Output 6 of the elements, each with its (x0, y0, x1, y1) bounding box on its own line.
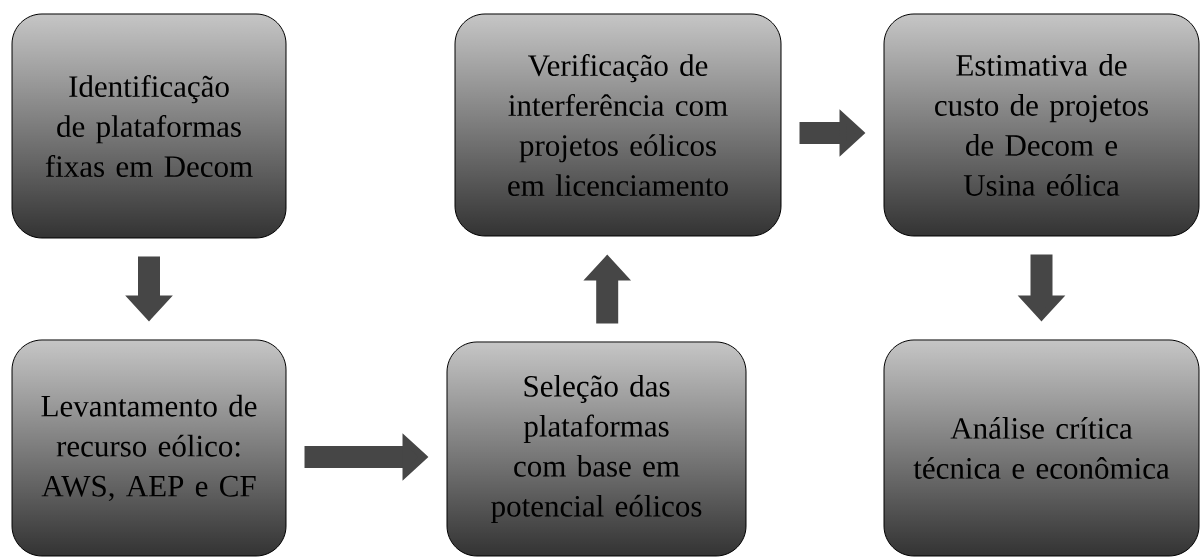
process-box: Análise crítica técnica e econômica (883, 339, 1200, 557)
process-box: Estimativa de custo de projetos de Decom e Usina eólica (883, 13, 1200, 237)
process-box: Seleção das plataformas com base em potencial eólicos (446, 341, 747, 557)
process-box: Verificação de interferência com projetos eólicos em licenciamento (454, 13, 782, 237)
process-box: Identificação de plataformas fixas em Decom (11, 13, 287, 239)
process-box: Levantamento de recurso eólico: AWS, AEP e CF (11, 339, 287, 557)
